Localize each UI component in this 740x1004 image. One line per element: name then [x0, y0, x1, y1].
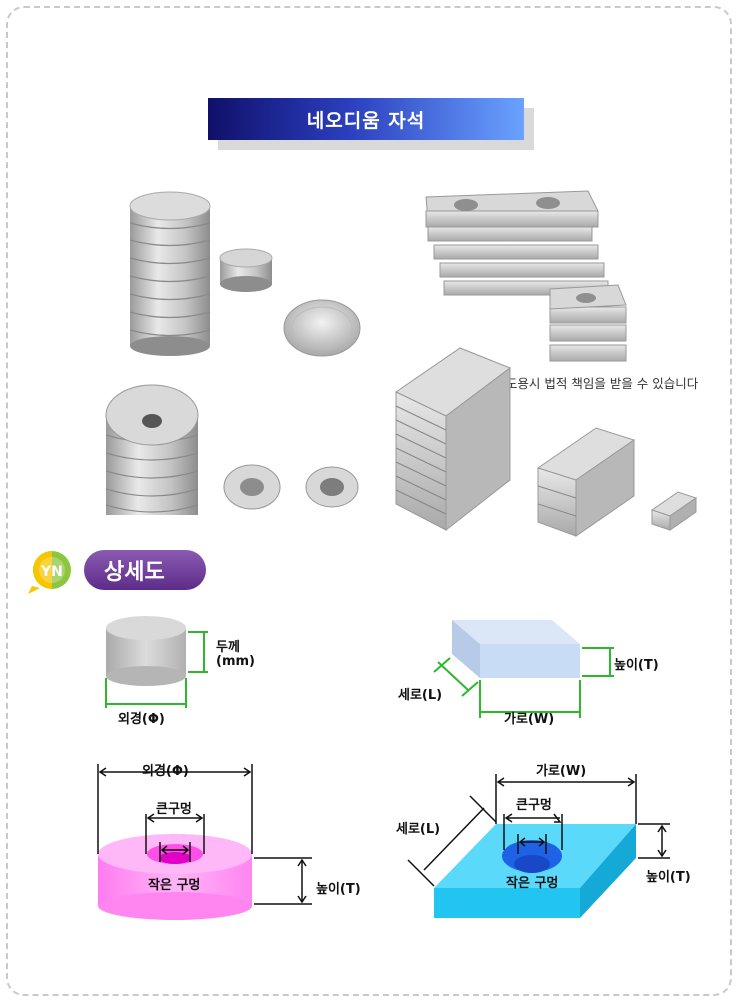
page-frame: [6, 6, 732, 996]
ring-small-hole-label: 작은 구멍: [148, 878, 201, 893]
block-hole-length-label: 세로(L): [396, 822, 441, 837]
disc-thickness-unit-label: (mm): [216, 654, 255, 669]
yn-logo: YN: [28, 551, 71, 594]
block-hole-height-label: 높이(T): [646, 870, 691, 885]
detail-heading: 상세도: [104, 560, 165, 585]
disc-diagram: [105, 616, 208, 708]
ring-diagram: [97, 764, 312, 920]
disc-magnets-photo: [129, 191, 361, 357]
block-height-label: 높이(T): [614, 658, 659, 673]
page-title: 네오디움 자석: [208, 98, 524, 140]
ring-diameter-label: 외경(Φ): [142, 764, 189, 779]
block-hole-large-hole-label: 큰구멍: [516, 798, 552, 813]
detail-heading-pill: [84, 550, 206, 590]
block-magnets-photo: [395, 347, 698, 537]
yn-logo-text: YN: [40, 564, 63, 580]
ring-large-hole-label: 큰구멍: [156, 802, 192, 817]
disc-thickness-label: 두께: [216, 640, 240, 655]
block-length-label: 세로(L): [398, 688, 443, 703]
ring-magnets-photo: [105, 384, 359, 515]
detail-heading-badge: YN 상세도: [26, 546, 206, 596]
ring-height-label: 높이(T): [316, 882, 361, 897]
block-width-label: 가로(W): [504, 712, 555, 727]
block-hole-diagram: [407, 774, 670, 918]
block-hole-width-label: 가로(W): [536, 764, 587, 779]
disc-diameter-label: 외경(Φ): [118, 712, 165, 727]
bar-magnets-photo: [425, 190, 627, 362]
block-diagram: [433, 620, 614, 718]
block-hole-small-hole-label: 작은 구멍: [506, 876, 559, 891]
